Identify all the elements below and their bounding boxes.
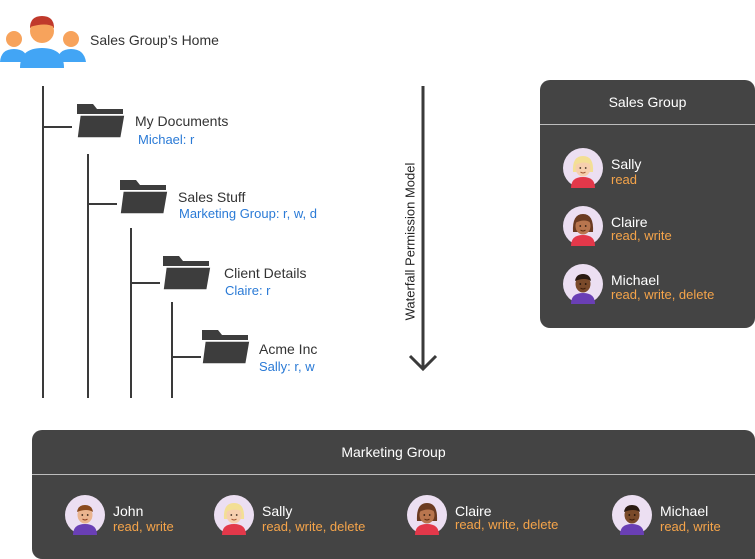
folder-name: My Documents: [135, 113, 229, 129]
member-permission: read, write, delete: [611, 287, 715, 302]
waterfall-label: Waterfall Permission Model: [402, 162, 418, 321]
folder-my-documents[interactable]: [75, 100, 127, 145]
folder-icon: [75, 100, 127, 140]
member-name: John: [113, 503, 144, 519]
avatar: [563, 148, 603, 188]
folder-name: Acme Inc: [259, 341, 318, 357]
avatar: [214, 495, 254, 535]
panel-title: Sales Group: [608, 94, 687, 110]
folder-sales-stuff[interactable]: [118, 176, 170, 221]
avatar: [563, 206, 603, 246]
member-permission: read, write: [611, 228, 672, 243]
folder-permission: Marketing Group: r, w, d: [179, 206, 318, 221]
member-permission: read, write: [660, 519, 721, 534]
avatar: [407, 495, 447, 535]
folder-client-details[interactable]: [161, 252, 213, 297]
divider: [540, 124, 755, 125]
avatar: [612, 495, 652, 535]
marketing-group-panel: Marketing Group John read, write Sally r…: [32, 430, 755, 559]
member-permission: read: [611, 172, 638, 187]
folder-icon: [161, 252, 213, 292]
folder-name: Client Details: [224, 265, 307, 281]
member-name: Sally: [611, 156, 642, 172]
member-permission: read, write, delete: [262, 519, 366, 534]
member-name: Claire: [611, 214, 648, 230]
folder-name: Sales Stuff: [178, 189, 246, 205]
member-permission: read, write: [113, 519, 174, 534]
down-arrow-icon: [408, 84, 438, 374]
folder-icon: [118, 176, 170, 216]
divider: [32, 474, 755, 475]
member-permission: read, write, delete: [455, 517, 559, 532]
member-name: Claire: [455, 503, 492, 519]
folder-acme-inc[interactable]: [200, 326, 252, 371]
member-name: Michael: [660, 503, 709, 519]
folder-icon: [200, 326, 252, 366]
folder-permission: Claire: r: [225, 283, 271, 298]
folder-permission: Michael: r: [138, 132, 195, 147]
page-title: Sales Group’s Home: [90, 32, 219, 48]
avatar: [65, 495, 105, 535]
folder-permission: Sally: r, w: [259, 359, 315, 374]
member-name: Sally: [262, 503, 293, 519]
user-group-icon: [0, 14, 86, 70]
member-name: Michael: [611, 272, 660, 288]
sales-group-panel: Sales Group Sally read Claire read, writ…: [540, 80, 755, 328]
panel-title: Marketing Group: [341, 444, 446, 460]
avatar: [563, 264, 603, 304]
